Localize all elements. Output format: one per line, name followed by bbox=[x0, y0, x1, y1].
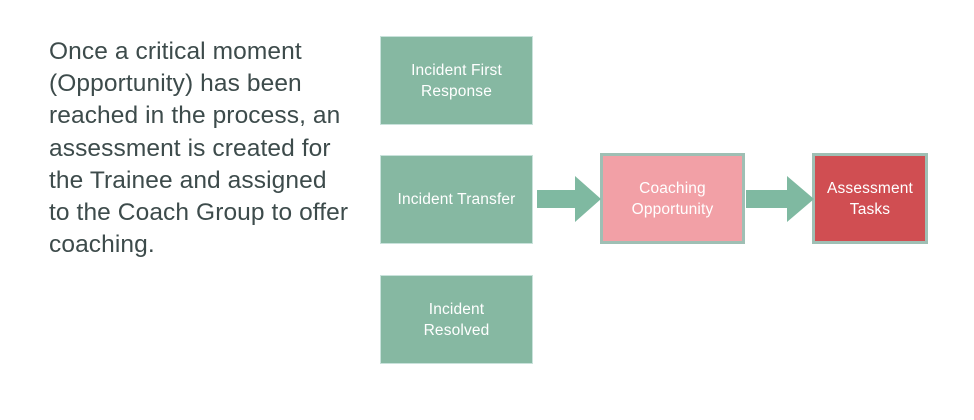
arrow-right-icon-transfer-to-opportunity bbox=[537, 176, 601, 222]
arrow-right-icon-opportunity-to-tasks bbox=[746, 176, 814, 222]
process-node-incident-transfer[interactable]: Incident Transfer bbox=[380, 155, 533, 244]
process-node-assessment-tasks[interactable]: Assessment Tasks bbox=[812, 153, 928, 244]
process-node-coaching-opportunity[interactable]: Coaching Opportunity bbox=[600, 153, 745, 244]
process-node-incident-first-response[interactable]: Incident First Response bbox=[380, 36, 533, 125]
process-node-incident-resolved[interactable]: Incident Resolved bbox=[380, 275, 533, 364]
description-text: Once a critical moment (Opportunity) has… bbox=[49, 38, 356, 259]
